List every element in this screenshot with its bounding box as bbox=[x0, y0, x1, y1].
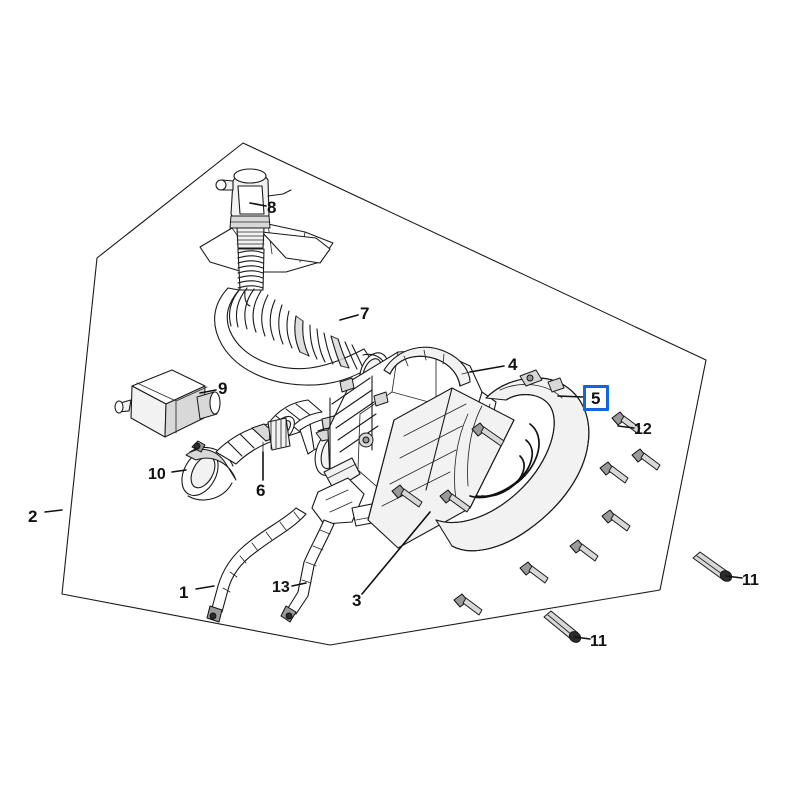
callout-leader-lines bbox=[44, 202, 743, 640]
breather-clamp-valve-group bbox=[199, 168, 334, 307]
intake-duct-clamp-group bbox=[181, 440, 237, 501]
callout-13: 13 bbox=[272, 579, 290, 596]
callout-3: 3 bbox=[352, 591, 362, 610]
callout-1: 1 bbox=[179, 583, 189, 602]
callout-12: 12 bbox=[634, 421, 652, 438]
air-cleaner-case-group bbox=[311, 346, 590, 552]
mounting-bolt-long-right bbox=[692, 551, 733, 582]
callout-11-right: 11 bbox=[742, 572, 759, 589]
breather-drain-tube-group bbox=[280, 519, 335, 623]
callout-10: 10 bbox=[148, 466, 166, 483]
drain-tube-group bbox=[206, 507, 307, 623]
callout-11-lower: 11 bbox=[590, 633, 607, 650]
mounting-bolt-long-lower bbox=[543, 610, 582, 643]
callout-6: 6 bbox=[256, 481, 266, 500]
callout-5: 5 bbox=[591, 389, 601, 408]
callout-2: 2 bbox=[28, 507, 38, 526]
frame-boundary-outline bbox=[61, 142, 707, 646]
case-screws bbox=[391, 411, 661, 616]
callout-9: 9 bbox=[218, 379, 228, 398]
callout-8: 8 bbox=[267, 198, 277, 217]
breather-corrugation bbox=[237, 248, 265, 291]
callout-4: 4 bbox=[508, 355, 518, 374]
callout-7: 7 bbox=[360, 304, 370, 323]
resonator-chamber-group bbox=[114, 369, 221, 438]
selection-highlight-box[interactable] bbox=[583, 385, 609, 411]
